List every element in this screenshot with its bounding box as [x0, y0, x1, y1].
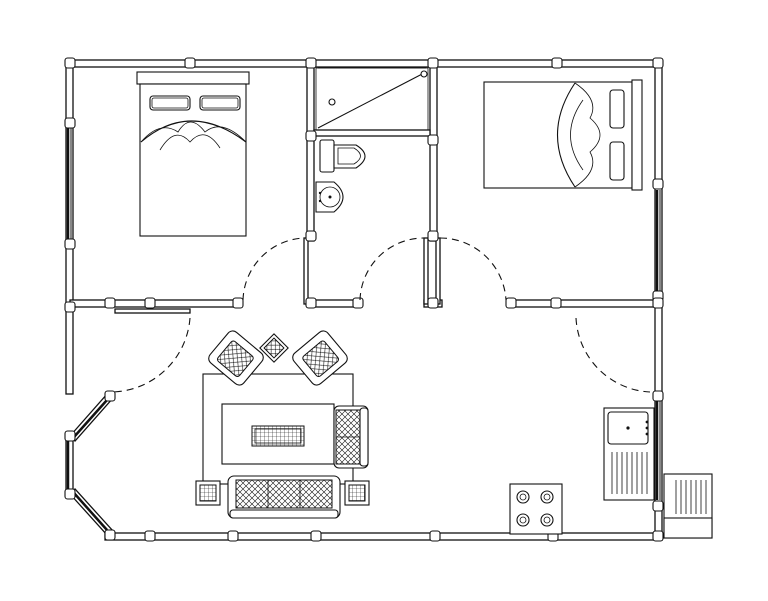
wall-node	[652, 297, 664, 309]
wall-node	[64, 57, 76, 69]
kitchen-fixtures	[509, 407, 713, 539]
wall-node	[429, 530, 441, 542]
wall-node	[144, 297, 156, 309]
bed-right	[483, 79, 643, 191]
drainboard	[611, 452, 648, 494]
wall-node	[505, 297, 517, 309]
wall-node	[352, 297, 364, 309]
wall-node	[652, 500, 664, 512]
wall-node	[551, 57, 563, 69]
wall-node	[427, 230, 439, 242]
wall-node	[64, 238, 76, 250]
bathroom-fixtures	[315, 67, 429, 213]
wall-node	[64, 488, 76, 500]
living-room-furniture	[195, 330, 370, 519]
wall-node	[305, 57, 317, 69]
wall-node	[64, 117, 76, 129]
wall-node	[104, 529, 116, 541]
wall-node	[305, 297, 317, 309]
wall-node	[652, 57, 664, 69]
wall-node	[310, 530, 322, 542]
wall-node	[427, 57, 439, 69]
wall-node	[232, 297, 244, 309]
wall-node	[305, 130, 317, 142]
wall-node	[305, 230, 317, 242]
wall-node	[144, 530, 156, 542]
wall-node	[104, 297, 116, 309]
bed-left	[136, 71, 250, 237]
wall-node	[652, 390, 664, 402]
wall-node	[64, 301, 76, 313]
wall-node	[184, 57, 196, 69]
wall-node	[227, 530, 239, 542]
door-swings	[109, 237, 651, 393]
wall-node	[427, 297, 439, 309]
wall-node	[427, 134, 439, 146]
wall-node	[104, 390, 116, 402]
wall-node	[64, 430, 76, 442]
wall-node	[652, 178, 664, 190]
wall-node	[550, 297, 562, 309]
exterior-unit-vents	[675, 480, 707, 514]
wall-node	[652, 530, 664, 542]
windows	[66, 128, 661, 531]
